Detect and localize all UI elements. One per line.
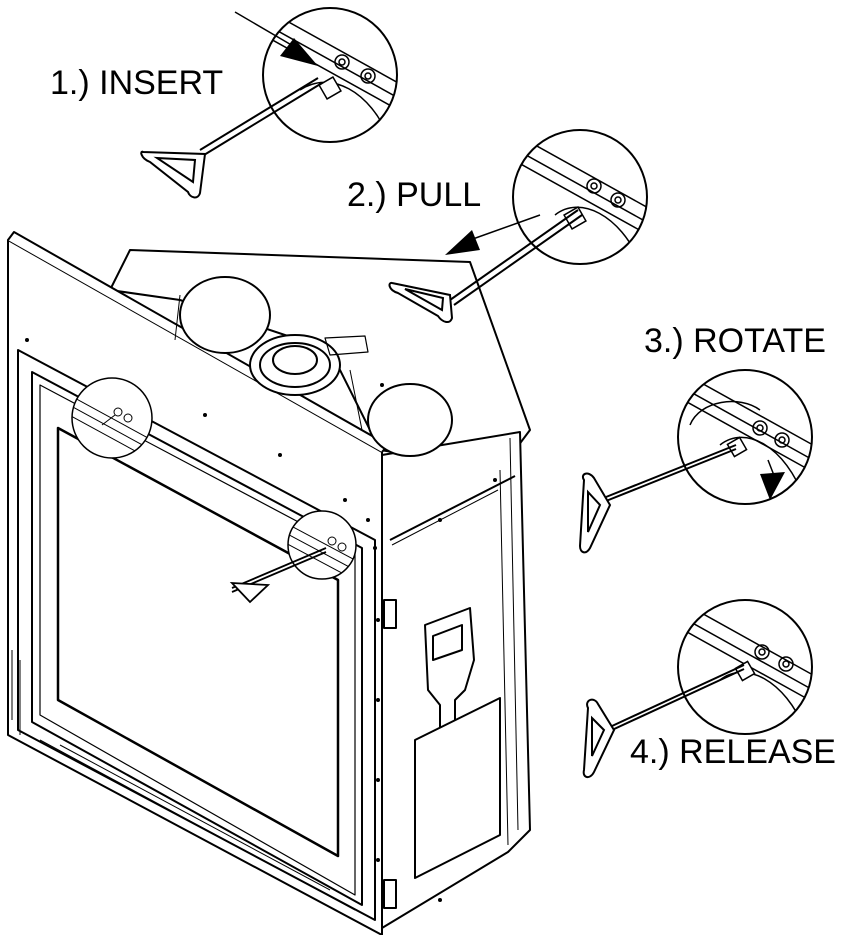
handle-tool-icon (140, 77, 323, 199)
handle-tool-icon (578, 444, 737, 554)
flue-opening-left (179, 276, 271, 354)
step-label-release: 4.) RELEASE (630, 733, 836, 771)
detail-circle-icon (677, 599, 813, 735)
step-label-pull: 2.) PULL (347, 176, 482, 214)
step-label-insert: 1.) INSERT (50, 64, 224, 102)
arrow-icon (760, 459, 785, 500)
handle-tool-icon (229, 547, 327, 604)
detail-circle-icon (262, 7, 398, 143)
handle-tool-icon (388, 209, 583, 324)
arrow-icon (234, 11, 318, 66)
detail-circle-icon (512, 129, 648, 265)
detail-circle-icon (71, 377, 357, 580)
flue-opening-right (367, 383, 453, 457)
step-label-rotate: 3.) ROTATE (644, 322, 826, 360)
arrow-icon (445, 214, 541, 255)
access-panel (414, 697, 501, 879)
handle-tool-icon (582, 664, 745, 778)
door-frame (17, 349, 376, 921)
detail-circle-icon (677, 369, 813, 505)
center-collar (249, 334, 341, 396)
door-glass (56, 426, 340, 858)
fireplace-unit (7, 231, 531, 935)
